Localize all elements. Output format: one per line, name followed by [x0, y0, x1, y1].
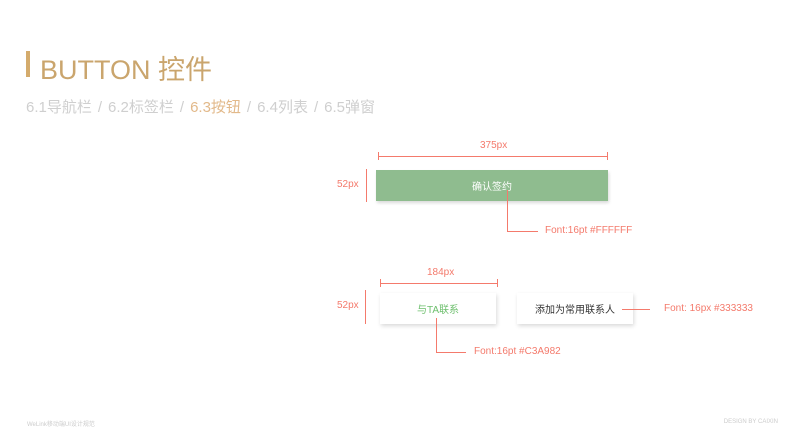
height-dimension-line — [366, 169, 367, 202]
contact-ta-button[interactable]: 与TA联系 — [380, 293, 496, 324]
width-dimension-line — [380, 283, 497, 284]
dimension-tick — [497, 279, 498, 287]
width-label: 184px — [427, 267, 455, 278]
section-nav: 6.1导航栏/6.2标签栏/6.3按钮/6.4列表/6.5弹窗 — [26, 99, 375, 116]
footer-left: WeLink移动端UI设计规范 — [27, 422, 95, 428]
leader-line — [436, 318, 437, 352]
height-dimension-line — [365, 290, 366, 324]
height-label: 52px — [337, 300, 359, 311]
dimension-tick — [607, 152, 608, 160]
dimension-tick — [380, 279, 381, 287]
leader-line — [507, 231, 538, 232]
font-annotation: Font:16pt #C3A982 — [474, 346, 561, 357]
footer-right: DESIGN BY CAIXIN — [723, 419, 778, 425]
nav-item-list[interactable]: 6.4列表 — [257, 99, 308, 116]
font-annotation: Font:16pt #FFFFFF — [545, 225, 633, 236]
nav-item-button[interactable]: 6.3按钮 — [190, 99, 241, 116]
nav-item-navbar[interactable]: 6.1导航栏 — [26, 99, 92, 116]
width-label: 375px — [480, 140, 508, 151]
leader-line — [622, 309, 650, 310]
title-accent-bar — [26, 51, 30, 77]
nav-item-dialog[interactable]: 6.5弹窗 — [324, 99, 375, 116]
height-label: 52px — [337, 179, 359, 190]
dimension-tick — [378, 152, 379, 160]
page-title: BUTTON 控件 — [40, 55, 213, 85]
width-dimension-line — [378, 156, 607, 157]
nav-item-tabbar[interactable]: 6.2标签栏 — [108, 99, 174, 116]
add-frequent-contact-button[interactable]: 添加为常用联系人 — [517, 293, 633, 324]
font-annotation: Font: 16px #333333 — [664, 303, 753, 314]
leader-line — [436, 352, 466, 353]
confirm-sign-button[interactable]: 确认签约 — [376, 170, 608, 201]
leader-line — [507, 190, 508, 231]
